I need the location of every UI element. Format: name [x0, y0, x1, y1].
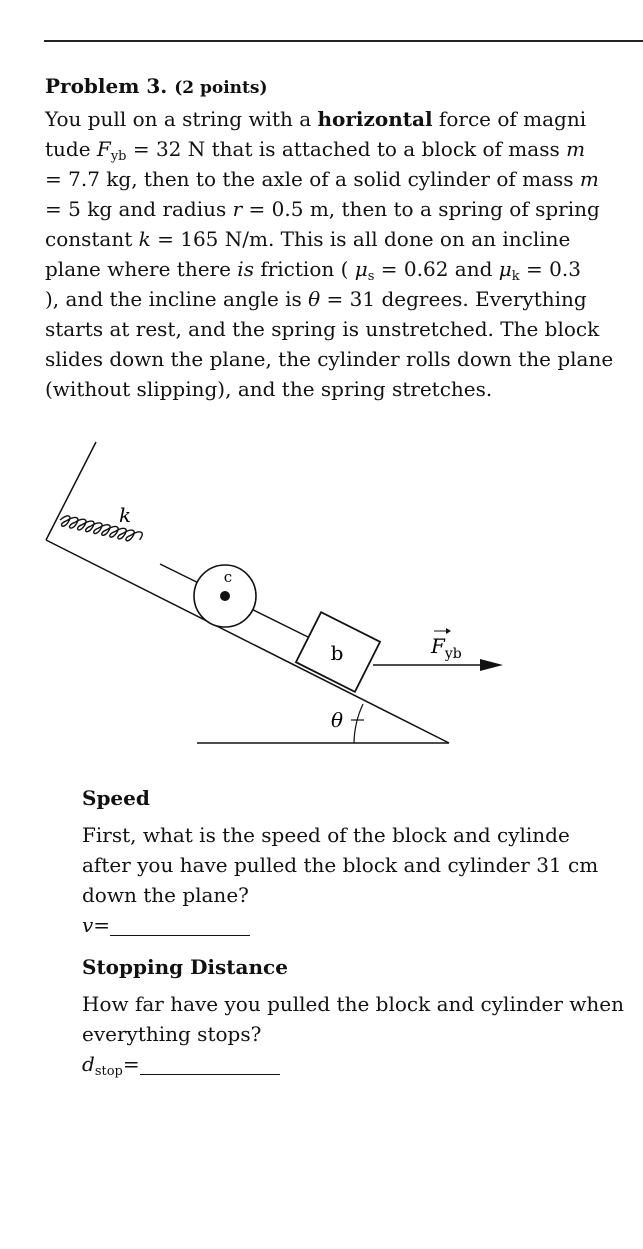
problem-line: You pull on a string with a horizontal f…	[45, 107, 587, 131]
question-line: everything stops?	[82, 1022, 262, 1046]
incline-diagram: c b Fyb k θ	[45, 441, 503, 744]
cylinder-axle	[220, 591, 230, 601]
speed-answer-blank[interactable]	[110, 913, 251, 936]
stopping-answer-blank[interactable]	[139, 1052, 280, 1075]
emphasis-horizontal: horizontal	[317, 107, 433, 131]
speed-title: Speed	[82, 786, 150, 810]
block	[294, 610, 382, 694]
problem-line: constant k = 165 N/m. This is all done o…	[45, 227, 571, 251]
angle-arc	[353, 703, 364, 744]
spring	[59, 515, 143, 542]
force-arrowhead	[480, 659, 503, 671]
cylinder-label: c	[224, 568, 232, 586]
block-label: b	[331, 641, 344, 665]
wall-line	[45, 441, 97, 541]
question-line: down the plane?	[82, 883, 249, 907]
problem-points: (2 points)	[174, 78, 268, 98]
speed-answer-label: v=	[82, 913, 111, 937]
problem-line: (without slipping), and the spring stret…	[45, 377, 493, 401]
question-line: How far have you pulled the block and cy…	[82, 992, 624, 1016]
top-rule	[44, 40, 643, 42]
problem-line: = 5 kg and radius r = 0.5 m, then to a s…	[45, 197, 600, 221]
problem-line: ), and the incline angle is θ = 31 degre…	[45, 287, 587, 311]
angle-label: θ	[331, 708, 343, 732]
problem-line: plane where there is friction ( μs = 0.6…	[45, 257, 581, 284]
problem-line: = 7.7 kg, then to the axle of a solid cy…	[45, 167, 599, 191]
force-vector-arrowhead	[446, 628, 451, 634]
question-line: First, what is the speed of the block an…	[82, 823, 570, 847]
question-line: after you have pulled the block and cyli…	[82, 853, 599, 877]
stopping-question: How far have you pulled the block and cy…	[82, 989, 643, 1049]
stopping-answer-label: d	[82, 1052, 95, 1076]
speed-section: Speed First, what is the speed of the bl…	[82, 785, 643, 940]
stopping-section: Stopping Distance How far have you pulle…	[82, 954, 643, 1079]
problem-line: slides down the plane, the cylinder roll…	[45, 347, 614, 371]
speed-answer: v=	[82, 910, 643, 940]
problem-body: You pull on a string with a horizontal f…	[45, 104, 643, 404]
stopping-answer: dstop=	[82, 1049, 643, 1079]
spring-label: k	[119, 503, 131, 527]
incline-surface	[45, 539, 450, 744]
problem-number: Problem 3.	[45, 74, 168, 98]
problem-title: Problem 3. (2 points)	[45, 74, 643, 100]
stopping-title: Stopping Distance	[82, 955, 288, 979]
problem-statement: Problem 3. (2 points) You pull on a stri…	[45, 74, 643, 404]
problem-line: tude Fyb = 32 N that is attached to a bl…	[45, 137, 586, 164]
problem-line: starts at rest, and the spring is unstre…	[45, 317, 600, 341]
force-label: Fyb	[430, 634, 462, 662]
speed-question: First, what is the speed of the block an…	[82, 820, 643, 910]
